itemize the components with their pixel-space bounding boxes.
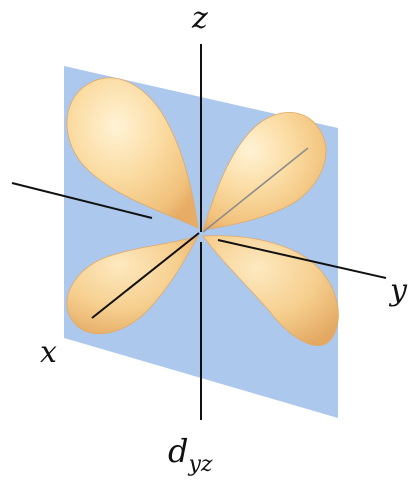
- x-axis-label: x: [40, 335, 57, 370]
- orbital-caption-main: d: [168, 432, 188, 470]
- orbital-caption-subscript: yz: [187, 452, 212, 477]
- z-axis-label: z: [191, 1, 208, 36]
- orbital-caption: dyz: [168, 432, 213, 477]
- y-axis-label: y: [388, 273, 408, 308]
